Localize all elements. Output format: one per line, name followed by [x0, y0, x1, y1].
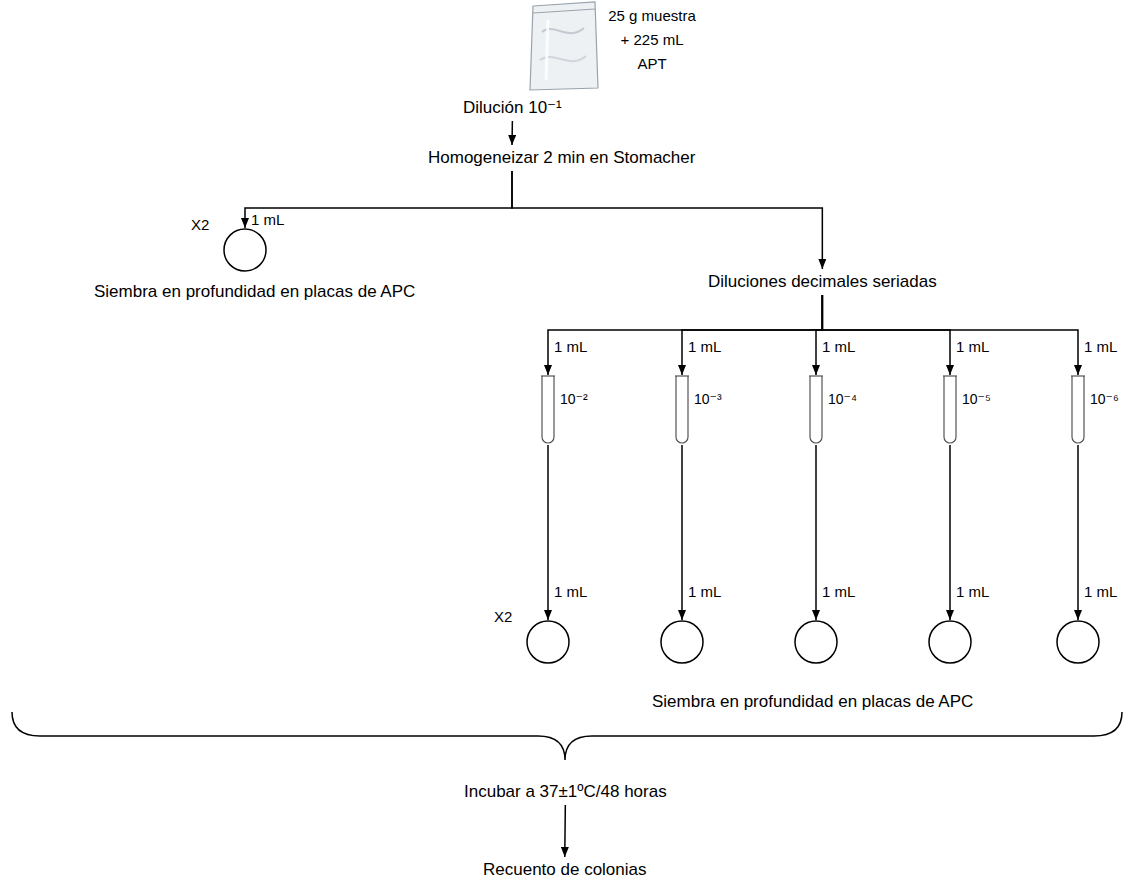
tube-icon	[674, 375, 690, 445]
dilution-tube: 10⁻⁶	[1070, 375, 1086, 445]
sample-bag: 25 g muestra + 225 mL APT	[528, 0, 600, 92]
volume-label: 1 mL	[956, 338, 989, 356]
plate-icon	[1056, 620, 1100, 664]
flow-arrow	[547, 445, 549, 620]
dilution-tube: 10⁻³	[674, 375, 690, 445]
volume-label: 1 mL	[688, 583, 721, 601]
sample-note: 25 g muestra + 225 mL APT	[606, 4, 698, 76]
volume-label: 1 mL	[822, 338, 855, 356]
dilution-label: 10⁻⁶	[1090, 391, 1119, 407]
petri-plate	[928, 620, 972, 664]
volume-label: 1 mL	[822, 583, 855, 601]
petri-plate: X2	[223, 228, 267, 272]
flow-arrow	[822, 295, 950, 375]
plate-icon	[928, 620, 972, 664]
step-text: Homogeneizar 2 min en Stomacher	[424, 145, 699, 171]
step-text: Recuento de colonias	[479, 857, 651, 883]
plate-icon	[223, 228, 267, 272]
petri-plate: X2	[526, 620, 570, 664]
step-text: Dilución 10⁻¹	[459, 95, 566, 121]
flow-arrow	[511, 121, 513, 145]
dilution-label: 10⁻³	[694, 391, 722, 407]
plate-icon	[660, 620, 704, 664]
petri-plate	[794, 620, 838, 664]
step-label: Homogeneizar 2 min en Stomacher	[428, 147, 695, 169]
step-label: Dilución 10⁻¹	[463, 97, 562, 119]
volume-label: 1 mL	[554, 338, 587, 356]
flow-arrow	[512, 171, 822, 269]
flow-arrow	[1077, 445, 1079, 620]
step-label: Diluciones decimales seriadas	[708, 271, 937, 293]
dilution-tube: 10⁻⁴	[808, 375, 824, 445]
volume-label: 1 mL	[956, 583, 989, 601]
tube-icon	[808, 375, 824, 445]
tube-icon	[540, 375, 556, 445]
tube-icon	[1070, 375, 1086, 445]
flow-arrow	[548, 295, 822, 375]
step-label: Incubar a 37±1ºC/48 horas	[464, 781, 667, 803]
step-label: Recuento de colonias	[483, 859, 647, 881]
volume-label: 1 mL	[1084, 338, 1117, 356]
flow-arrow	[682, 295, 822, 375]
dilution-tube: 10⁻²	[540, 375, 556, 445]
step-text: Diluciones decimales seriadas	[704, 269, 941, 295]
replicate-mark: X2	[191, 216, 209, 233]
volume-label: 1 mL	[688, 338, 721, 356]
volume-label: 1 mL	[554, 583, 587, 601]
volume-label: 1 mL	[251, 211, 284, 229]
flow-arrow	[245, 171, 512, 228]
flow-arrow	[949, 445, 951, 620]
flow-arrow	[815, 445, 817, 620]
step-text: Incubar a 37±1ºC/48 horas	[460, 779, 671, 805]
petri-plate	[1056, 620, 1100, 664]
dilution-label: 10⁻²	[560, 391, 588, 407]
plate-icon	[794, 620, 838, 664]
volume-label: 1 mL	[1084, 583, 1117, 601]
plate-icon	[526, 620, 570, 664]
caption-text: Siembra en profundidad en placas de APC	[94, 281, 415, 303]
replicate-mark: X2	[494, 608, 512, 625]
dilution-tube: 10⁻⁵	[942, 375, 958, 445]
caption-text: Siembra en profundidad en placas de APC	[652, 691, 973, 713]
curly-brace	[12, 712, 1122, 760]
dilution-label: 10⁻⁴	[828, 391, 857, 407]
flow-arrow	[816, 295, 822, 375]
dilution-label: 10⁻⁵	[962, 391, 991, 407]
bag-icon	[528, 0, 600, 92]
petri-plate	[660, 620, 704, 664]
tube-icon	[942, 375, 958, 445]
flow-arrow	[564, 805, 566, 857]
flow-arrow	[822, 295, 1078, 375]
flow-arrow	[681, 445, 683, 620]
